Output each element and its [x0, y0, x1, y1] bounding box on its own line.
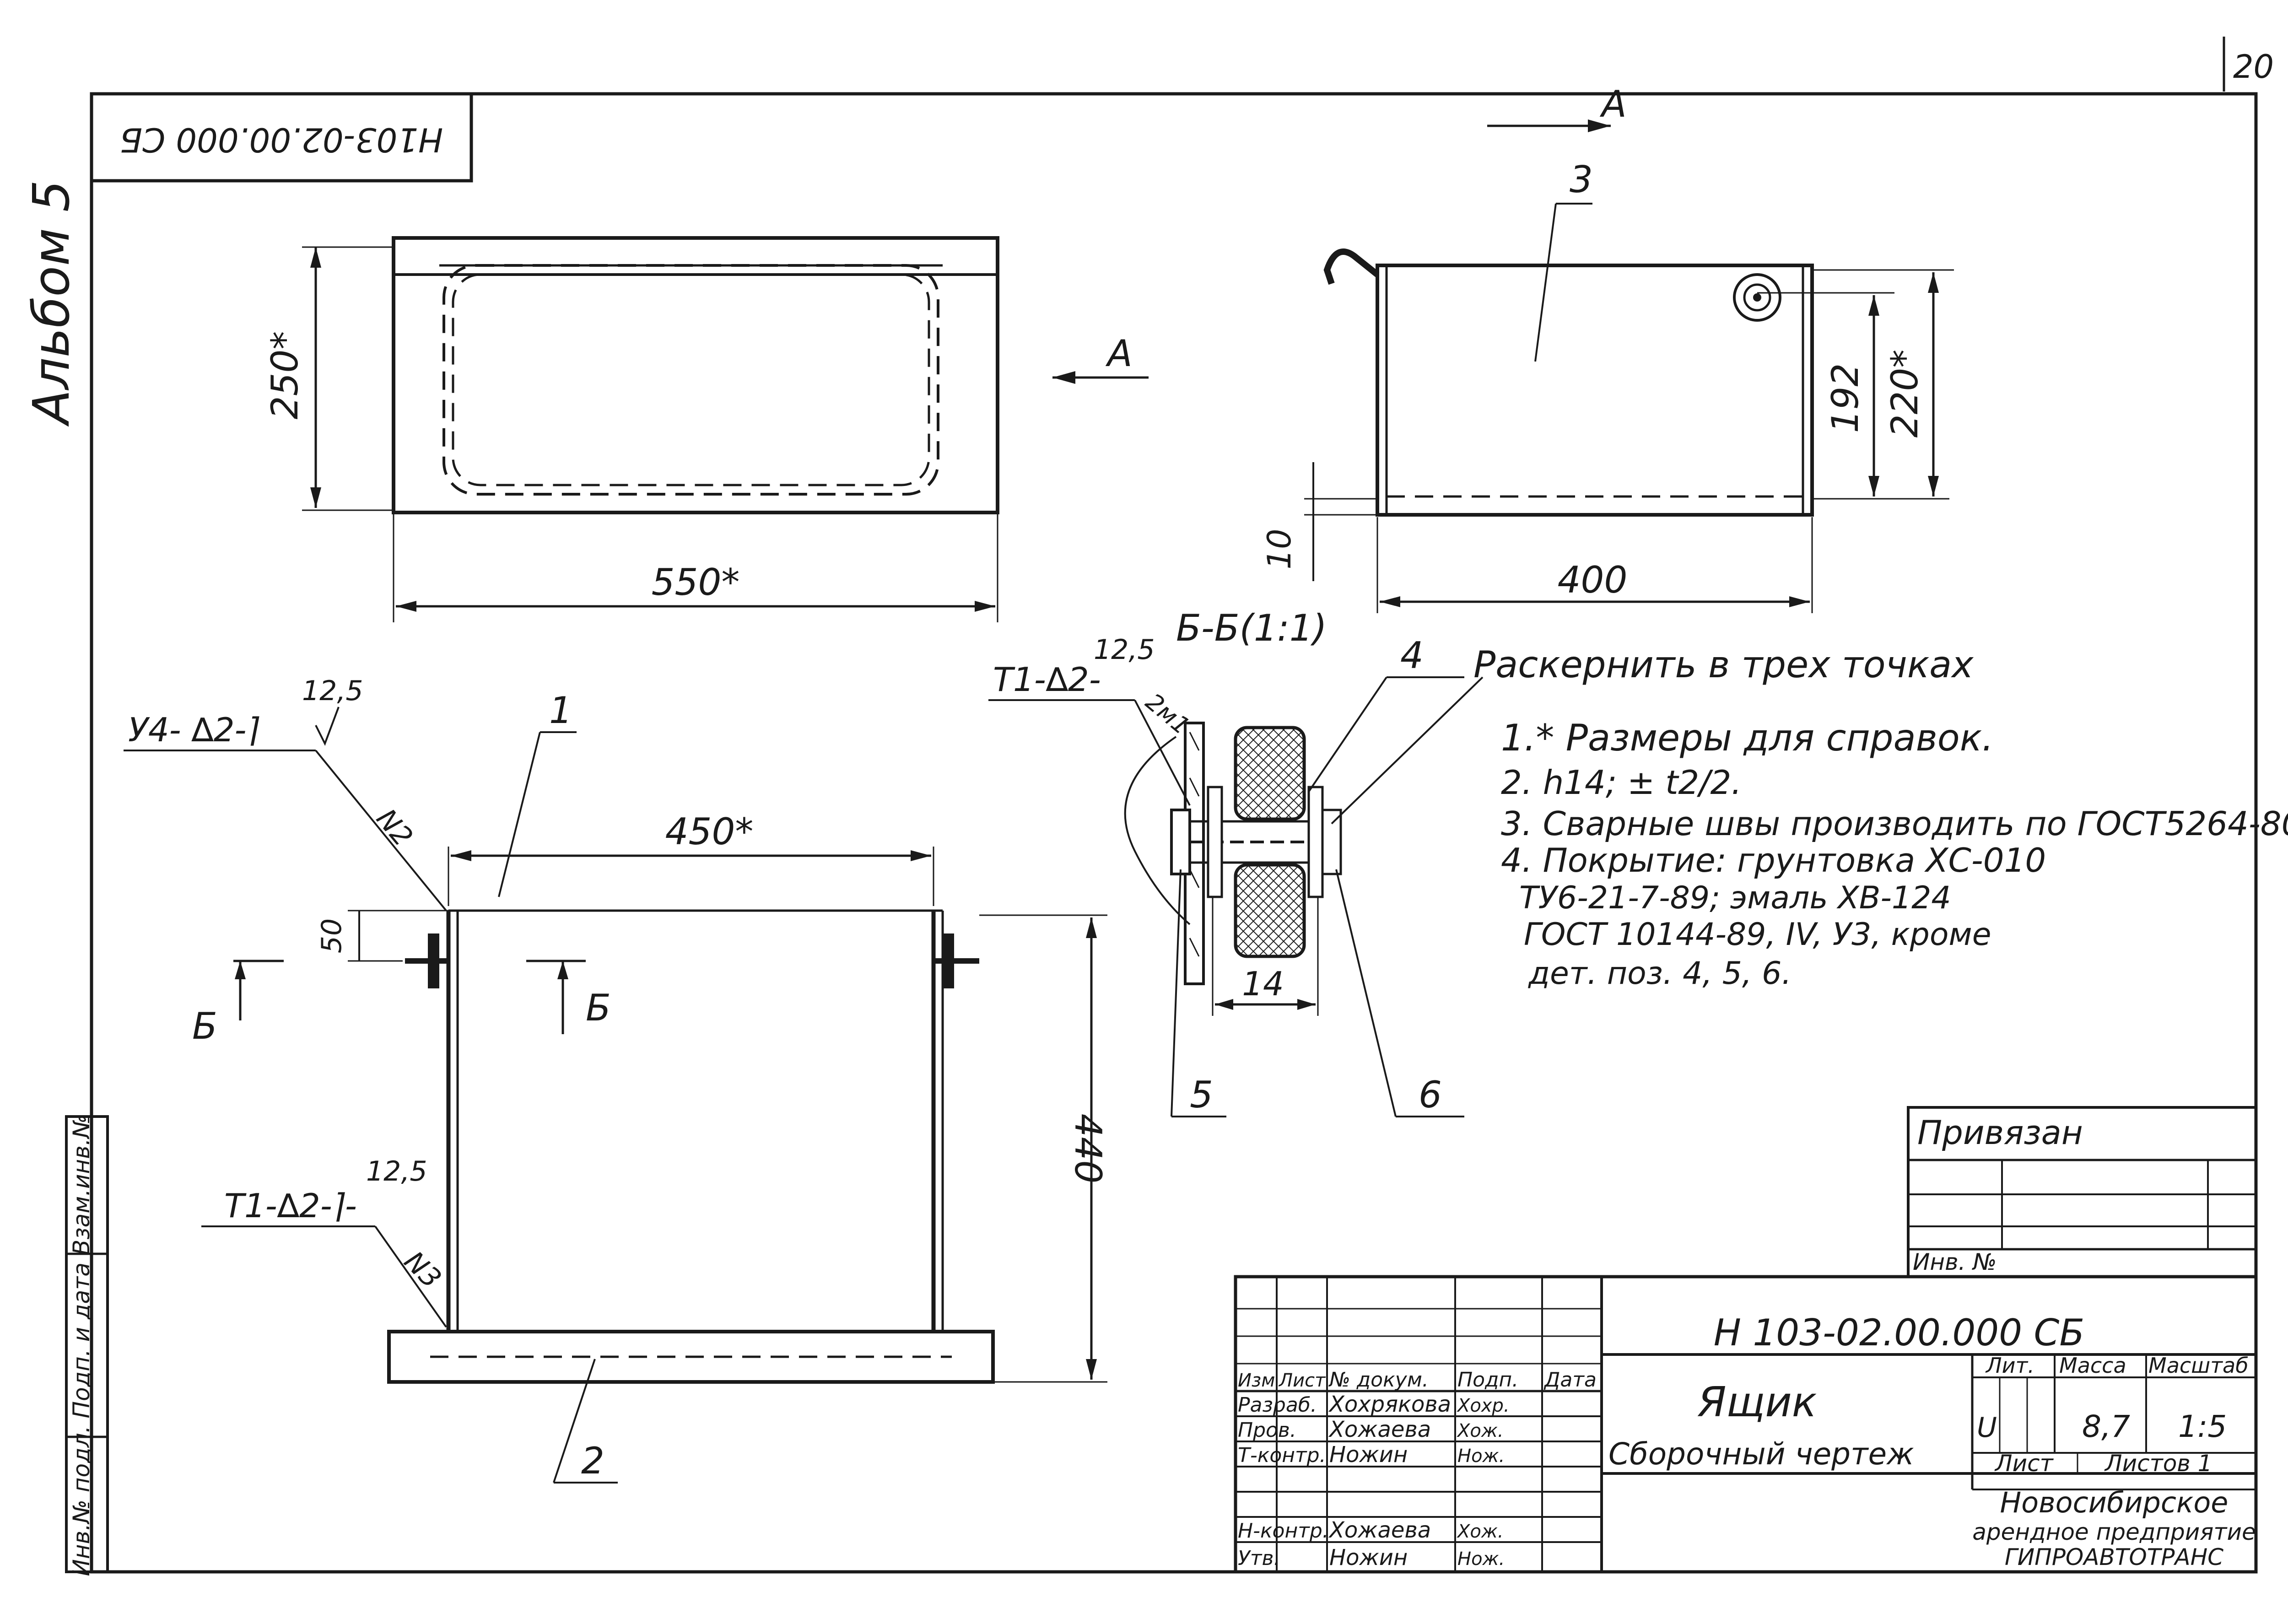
side-view: 3 192 220* 10 400 [1261, 158, 1954, 613]
hdr-date: Дата [1543, 1368, 1597, 1392]
designation: Н 103-02.00.000 СБ [1714, 1311, 2084, 1354]
weld-top-left: У4- ∆2-⌉ [128, 711, 260, 749]
note-7: дет. поз. 4, 5, 6. [1528, 955, 1792, 992]
pos-5-label: 5 [1190, 1074, 1213, 1116]
note-1: 1.* Размеры для справок. [1501, 717, 1993, 759]
drawing-frame [90, 92, 2258, 1574]
dim-14-label: 14 [1242, 965, 1284, 1003]
role-1: Разраб. [1238, 1393, 1317, 1417]
note-4: 4. Покрытие: грунтовка ХС-010 [1501, 841, 2046, 879]
inv-no-label: Инв. № [1913, 1249, 1997, 1275]
page-number: 20 [2233, 48, 2274, 86]
side-dim-220: 220* [1883, 350, 1926, 438]
note-6: ГОСТ 10144-89, IV, У3, кроме [1524, 917, 1991, 953]
side-dim-192: 192 [1824, 363, 1867, 433]
left-strip-label: Инв.№ подл. Подп. и дата Взам.инв.№ [68, 1114, 95, 1576]
note-3: 3. Сварные швы производить по ГОСТ5264-8… [1501, 804, 2288, 843]
side-dim-10: 10 [1261, 529, 1298, 569]
privyazan-label: Привязан [1917, 1113, 2083, 1152]
lit-value: U [1977, 1412, 1997, 1444]
lit-label: Лит. [1985, 1353, 2034, 1378]
sign-2: Хож. [1457, 1420, 1504, 1441]
pos-2-label: 2 [581, 1440, 604, 1482]
doc-code-box: Н103-02.00.000 СБ [90, 92, 473, 183]
sign-3: Нож. [1457, 1446, 1505, 1467]
side-dim-400: 400 [1558, 559, 1628, 601]
name-1: Хохрякова [1328, 1392, 1451, 1417]
note-2: 2. h14; ± t2/2. [1501, 763, 1742, 802]
org-line-3: ГИПРОАВТОТРАНС [2005, 1544, 2223, 1570]
left-strip: Инв.№ подл. Подп. и дата Взам.инв.№ [65, 1114, 109, 1576]
dim-440-label: 440 [1067, 1114, 1109, 1184]
hdr-doc: № докум. [1328, 1368, 1429, 1392]
org-line-1: Новосибирское [2000, 1486, 2229, 1519]
mass-value: 8,7 [2082, 1409, 2130, 1444]
view-arrow-a-mid: А [1052, 332, 1149, 384]
org-line-2: арендное предприятие [1972, 1519, 2256, 1545]
weld-bottom: Т1-∆2-⌉- [224, 1187, 357, 1225]
section-view: Б-Б(1:1) Т1-∆2- 12,5 2м1 4 [988, 607, 1484, 1117]
title-block: Изм Лист № докум. Подп. Дата Разраб. Хох… [1234, 1275, 2258, 1574]
role-3: Т-контр. [1238, 1444, 1326, 1467]
pos-4-label: 4 [1400, 634, 1424, 677]
cut-b-right: Б [586, 987, 611, 1029]
title-subname: Сборочный чертеж [1608, 1436, 1914, 1472]
role-2: Пров. [1238, 1419, 1296, 1442]
sheet-label: Лист [1994, 1450, 2054, 1477]
name-3: Ножин [1329, 1442, 1408, 1468]
side-pos-label: 3 [1570, 158, 1593, 201]
hdr-list: Лист [1278, 1370, 1326, 1391]
pos-6-label: 6 [1419, 1074, 1442, 1116]
weld-bottom-roughness: 12,5 [366, 1155, 427, 1187]
dim-50-label: 50 [316, 918, 348, 953]
punch-note: Раскернить в трех точках [1473, 643, 1974, 686]
sign-1: Хохр. [1457, 1395, 1510, 1416]
role-5: Н-контр. [1238, 1519, 1329, 1543]
front-view: 250* 550* [264, 236, 999, 622]
cut-b-left: Б [192, 1005, 217, 1047]
section-weld: Т1-∆2- [993, 660, 1101, 699]
title-name: Ящик [1697, 1378, 1817, 1426]
section-weld-roughness: 12,5 [1094, 634, 1155, 666]
bottom-view: 1 450* 50 440 Б Б У4- ∆2-⌉ 12,5 N2 [124, 675, 1109, 1484]
technical-notes: 1.* Размеры для справок. 2. h14; ± t2/2.… [1501, 717, 2288, 992]
mass-label: Масса [2059, 1353, 2126, 1378]
name-5: Хожаева [1328, 1517, 1431, 1543]
scale-value: 1:5 [2178, 1409, 2227, 1444]
sheets-label: Листов 1 [2104, 1450, 2212, 1477]
sign-5: Хож. [1457, 1521, 1504, 1542]
view-arrow-a-top: А [1487, 83, 1627, 132]
arrow-a-top-label: А [1599, 83, 1627, 125]
hdr-sign: Подп. [1457, 1368, 1518, 1392]
arrow-a-mid-label: А [1105, 332, 1133, 375]
note-5: ТУ6-21-7-89; эмаль ХВ-124 [1519, 880, 1951, 916]
front-width-dim: 550* [652, 561, 740, 604]
pos-1-label: 1 [549, 689, 572, 732]
section-title: Б-Б(1:1) [1176, 607, 1327, 649]
front-height-dim: 250* [264, 331, 306, 420]
name-6: Ножин [1329, 1545, 1408, 1570]
sign-6: Нож. [1457, 1548, 1505, 1570]
role-6: Утв. [1238, 1547, 1280, 1570]
name-2: Хожаева [1328, 1417, 1431, 1442]
scale-label: Масштаб [2148, 1353, 2249, 1378]
doc-code-rotated: Н103-02.00.000 СБ [120, 120, 443, 159]
album-label: Альбом 5 [22, 180, 81, 426]
hdr-izm: Изм [1238, 1370, 1275, 1391]
weld-top-left-roughness: 12,5 [302, 675, 363, 707]
dim-450-label: 450* [665, 810, 754, 853]
